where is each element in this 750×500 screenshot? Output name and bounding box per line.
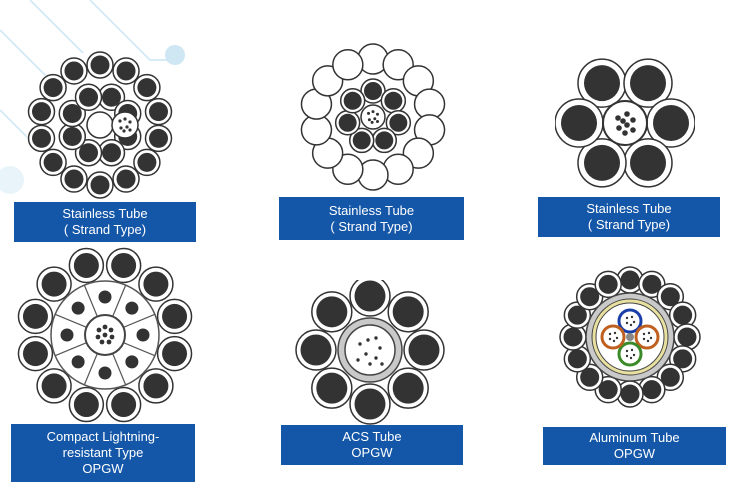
sector-divider bbox=[123, 313, 156, 328]
label-aluminum-tube: Aluminum Tube OPGW bbox=[543, 427, 726, 465]
inner-wire bbox=[98, 290, 112, 304]
sector-divider bbox=[83, 284, 98, 317]
sector-divider bbox=[112, 353, 127, 386]
inner-wire bbox=[125, 301, 139, 315]
cable-diagram-acs-tube bbox=[295, 280, 445, 425]
steel-tube bbox=[360, 104, 386, 130]
label-compact-lightning: Compact Lightning- resistant Type OPGW bbox=[11, 424, 195, 482]
steel-tube bbox=[602, 100, 648, 146]
inner-wire bbox=[136, 328, 150, 342]
aluminum-wire bbox=[332, 48, 364, 81]
cable-diagram-aluminum-tube bbox=[559, 266, 701, 408]
inner-wire bbox=[98, 366, 112, 380]
sector-divider bbox=[54, 342, 87, 357]
label-stainless-tube-2: Stainless Tube ( Strand Type) bbox=[279, 197, 464, 240]
cable-diagram-stainless-strand-1 bbox=[26, 51, 174, 199]
label-acs-tube: ACS Tube OPGW bbox=[281, 425, 463, 465]
fiber-sub-tube bbox=[600, 324, 626, 350]
sector-divider bbox=[112, 284, 127, 317]
fiber-sub-tube bbox=[634, 324, 660, 350]
label-stainless-tube-1: Stainless Tube ( Strand Type) bbox=[14, 202, 196, 242]
inner-wire bbox=[71, 301, 85, 315]
fiber-sub-tube bbox=[617, 341, 643, 367]
steel-tube bbox=[86, 111, 114, 139]
cable-diagram-stainless-strand-3 bbox=[555, 58, 695, 188]
cable-diagram-stainless-strand-2 bbox=[300, 43, 446, 191]
label-stainless-tube-3: Stainless Tube ( Strand Type) bbox=[538, 197, 720, 237]
sector-divider bbox=[83, 353, 98, 386]
inner-wire bbox=[125, 355, 139, 369]
cable-diagram-compact-lightning bbox=[17, 247, 193, 423]
sector-divider bbox=[123, 342, 156, 357]
inner-wire bbox=[60, 328, 74, 342]
fiber-sub-tube bbox=[617, 308, 643, 334]
center-member bbox=[626, 333, 634, 341]
steel-tube bbox=[111, 111, 139, 139]
inner-wire bbox=[71, 355, 85, 369]
sector-divider bbox=[54, 313, 87, 328]
